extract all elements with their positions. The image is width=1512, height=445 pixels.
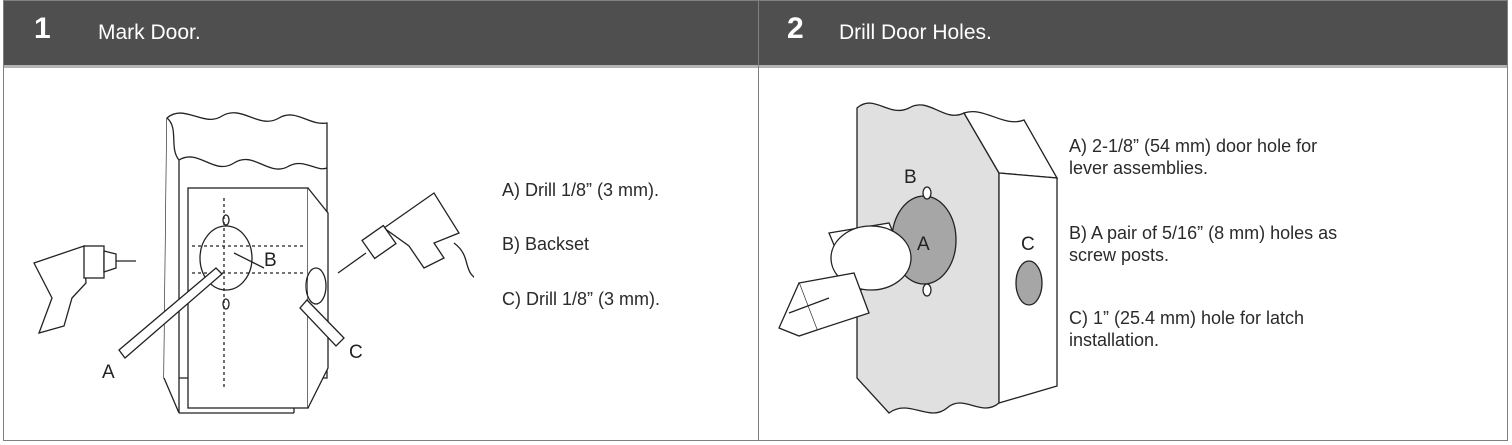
mark-door-illustration: A B C xyxy=(33,112,474,414)
step-2-header: 2 Drill Door Holes. xyxy=(759,1,1507,68)
label-b: B xyxy=(904,167,917,188)
label-c: C xyxy=(349,342,363,363)
step-number: 2 xyxy=(787,12,804,45)
step-2-panel: 2 Drill Door Holes. B A C A) 2-1/8” (54 … xyxy=(759,0,1508,441)
step-title: Drill Door Holes. xyxy=(839,21,992,44)
instruction-c: C) Drill 1/8” (3 mm). xyxy=(502,289,660,309)
step-title: Mark Door. xyxy=(98,21,201,44)
step-number: 1 xyxy=(34,12,51,45)
label-a: A xyxy=(917,234,930,255)
label-b: B xyxy=(264,250,277,271)
drill-holes-illustration: B A C xyxy=(778,102,1059,414)
step-1-panel: 1 Mark Door. xyxy=(3,0,759,441)
label-a: A xyxy=(102,362,115,383)
instruction-b: B) Backset xyxy=(502,234,590,254)
label-c: C xyxy=(1021,234,1035,255)
step-1-header: 1 Mark Door. xyxy=(4,1,758,68)
instruction-a: A) Drill 1/8” (3 mm). xyxy=(502,180,659,200)
